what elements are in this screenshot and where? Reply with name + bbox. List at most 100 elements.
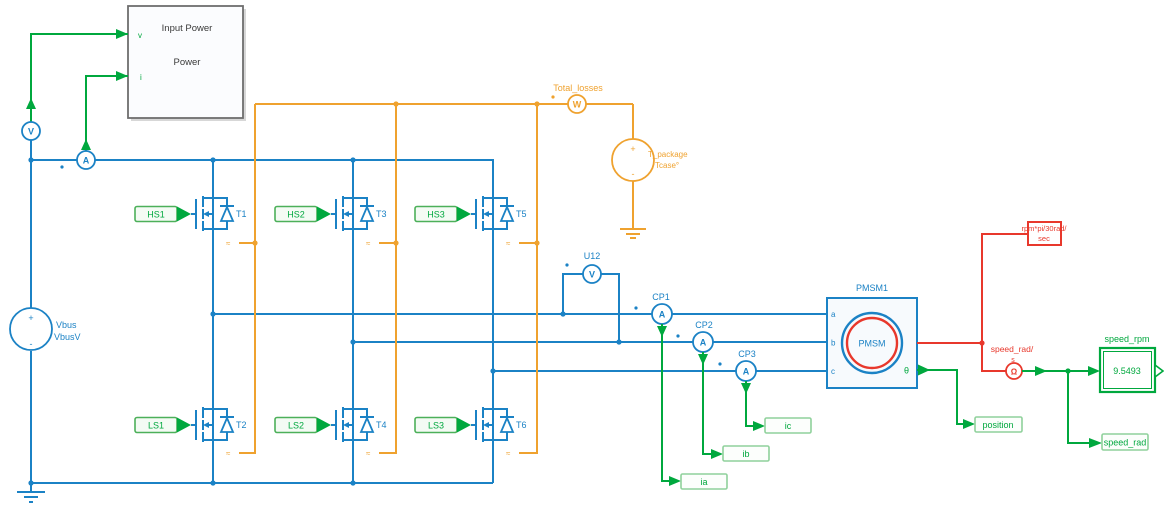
cp3-glyph: A <box>743 367 750 377</box>
arrow-into-ic <box>753 421 765 431</box>
speed-sensor-label: speed_rad/ <box>991 344 1034 354</box>
arrow-down-cp3 <box>741 383 751 394</box>
current-probe-cp3[interactable]: A CP3 <box>735 349 757 382</box>
arrow-into-v-port <box>116 29 128 39</box>
input-ammeter[interactable]: A <box>76 150 96 170</box>
signal-tag-ia[interactable]: ia <box>680 473 728 490</box>
pmsm-port-a: a <box>831 310 836 319</box>
gate-tag-hs2[interactable]: HS2 <box>274 205 331 223</box>
signal-tag-speed-rad[interactable]: speed_rad <box>1101 433 1149 451</box>
probe-title: Input Power <box>162 23 213 34</box>
ic-label: ic <box>785 421 792 431</box>
t1-thermal-icon: ≈ <box>226 239 231 248</box>
mosfet-t1[interactable]: T1 ≈ <box>190 195 247 248</box>
ls1-arrow <box>177 417 191 433</box>
hs1-label: HS1 <box>147 210 165 220</box>
hs2-label: HS2 <box>287 210 305 220</box>
t1-label: T1 <box>236 209 247 219</box>
rpm-block-body[interactable] <box>1027 221 1062 246</box>
vbus-minus: - <box>30 339 33 349</box>
thermal-wiring: W Total_losses + - T_package Tcase° <box>239 83 688 454</box>
gate-tag-ls3[interactable]: LS3 <box>414 416 471 434</box>
t-package-minus: - <box>632 169 635 179</box>
shaft-wiring <box>917 233 1028 372</box>
t2-label: T2 <box>236 420 247 430</box>
wattmeter-glyph: W <box>573 100 582 110</box>
ground-symbol-thermal <box>620 228 646 239</box>
vbus-plus: + <box>28 313 33 323</box>
t-package-source[interactable]: + - T_package Tcase° <box>611 138 688 182</box>
speed-rpm-display[interactable]: speed_rpm 9.5493 <box>1098 334 1164 394</box>
wire-ic <box>745 381 754 427</box>
signal-tag-ib[interactable]: ib <box>722 445 770 462</box>
wire-i-signal <box>85 75 128 151</box>
cp3-label: CP3 <box>738 349 756 359</box>
arrow-down-cp2 <box>698 354 708 365</box>
arrow-speed-1 <box>1035 366 1047 376</box>
wire-shaft <box>917 233 1028 372</box>
junction-dot-speed <box>1065 368 1071 374</box>
arrow-into-display <box>1088 366 1100 376</box>
arrow-theta-out <box>918 364 930 376</box>
hs1-arrow <box>177 206 191 222</box>
u12-voltmeter[interactable]: V U12 <box>582 251 602 284</box>
mosfet-t5[interactable]: T5 ≈ <box>470 195 527 248</box>
junction-dot-shaft <box>979 340 985 346</box>
current-probe-cp2[interactable]: A CP2 <box>692 320 714 353</box>
gate-tag-hs3[interactable]: HS3 <box>414 205 471 223</box>
speed-sensor[interactable]: Ω speed_rad/ s <box>991 344 1034 380</box>
probe-body[interactable] <box>127 5 244 119</box>
ls2-label: LS2 <box>288 421 304 431</box>
rpm-block-line1: rpm*pi/30rad/ <box>1021 224 1067 233</box>
gate-tag-hs1[interactable]: HS1 <box>134 205 191 223</box>
input-power-probe[interactable]: Input Power Power v i <box>127 5 246 121</box>
gate-tag-ls2[interactable]: LS2 <box>274 416 331 434</box>
t3-thermal-icon: ≈ <box>366 239 371 248</box>
u12-label: U12 <box>584 251 601 261</box>
display-output-port <box>1154 363 1164 379</box>
hs3-label: HS3 <box>427 210 445 220</box>
ls3-arrow <box>457 417 471 433</box>
speed-signal <box>1022 366 1102 448</box>
t5-thermal-icon: ≈ <box>506 239 511 248</box>
pmsm-stator-circle <box>840 311 904 375</box>
rpm-block-line2: sec <box>1038 234 1050 243</box>
gate-tag-ls1[interactable]: LS1 <box>134 416 191 434</box>
pmsm-port-theta: θ <box>904 366 909 376</box>
wire-u12-taps <box>562 273 620 342</box>
wire-left-rail <box>30 140 494 492</box>
current-probe-cp1[interactable]: A CP1 <box>651 292 673 325</box>
pmsm-machine-block[interactable]: PMSM PMSM1 a b c θ <box>826 283 918 389</box>
display-title: speed_rpm <box>1104 334 1149 344</box>
mosfet-t6[interactable]: T6 ≈ <box>470 406 527 458</box>
input-voltmeter[interactable]: V <box>21 121 41 141</box>
signal-tag-ic[interactable]: ic <box>764 417 812 434</box>
pmsm-port-b: b <box>831 339 836 348</box>
arrow-into-ib <box>711 449 723 459</box>
display-value: 9.5493 <box>1113 366 1141 376</box>
vbusv-label: VbusV <box>54 332 81 342</box>
arrow-down-cp1 <box>657 326 667 337</box>
probe-name: Power <box>174 57 201 68</box>
mosfet-t3[interactable]: T3 ≈ <box>330 195 387 248</box>
ground-symbol-dc <box>17 491 45 503</box>
signal-tag-position[interactable]: position <box>974 416 1023 433</box>
arrow-into-i-port <box>116 71 128 81</box>
arrow-into-ia <box>669 476 681 486</box>
mosfet-t4[interactable]: T4 ≈ <box>330 406 387 458</box>
arrow-up-i <box>81 139 91 150</box>
rpm-reference-block[interactable]: rpm*pi/30rad/ sec <box>1021 221 1067 246</box>
ls3-label: LS3 <box>428 421 444 431</box>
position-label: position <box>982 420 1013 430</box>
losses-wattmeter[interactable]: W Total_losses <box>553 83 603 114</box>
vbus-voltage-source[interactable]: + - Vbus VbusV <box>9 307 81 351</box>
pmsm-port-c: c <box>831 367 835 376</box>
arrow-into-speed-rad <box>1089 438 1102 448</box>
junction-dots-orange <box>252 95 555 246</box>
t4-label: T4 <box>376 420 387 430</box>
cp2-label: CP2 <box>695 320 713 330</box>
cp1-glyph: A <box>659 310 666 320</box>
wire-speed <box>1022 370 1089 444</box>
mosfet-t2[interactable]: T2 ≈ <box>190 406 247 458</box>
